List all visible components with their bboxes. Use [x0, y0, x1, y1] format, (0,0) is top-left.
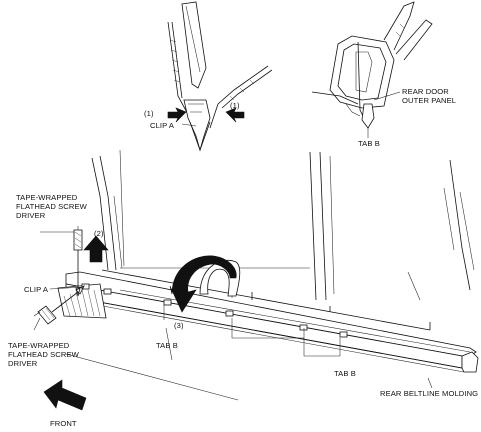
- label-screwdriver-bottom-line1: TAPE-WRAPPED: [8, 341, 70, 350]
- label-step1-left: (1): [144, 109, 154, 118]
- label-screwdriver-top-line1: TAPE-WRAPPED: [16, 193, 78, 202]
- label-rear-door-line2: OUTER PANEL: [402, 96, 456, 105]
- front-arrow-icon: [43, 379, 87, 411]
- label-front: FRONT: [50, 419, 77, 428]
- label-rear-beltline-molding: REAR BELTLINE MOLDING: [380, 389, 478, 398]
- molding-clip-markers: [81, 283, 348, 338]
- beltline-molding-end-cap: [461, 351, 479, 373]
- label-tab-b-top: TAB B: [358, 139, 380, 148]
- label-tab-b-left: TAB B: [156, 341, 178, 350]
- beltline-molding-top: [65, 271, 477, 357]
- screwdriver-bottom: [33, 285, 85, 325]
- beltline-molding-face: [65, 283, 463, 369]
- detail-arrow-left-icon: [167, 107, 187, 123]
- detail-tab-b-hook: [361, 103, 375, 129]
- door-pillar-center: [309, 151, 317, 301]
- label-rear-door-line1: REAR DOOR: [402, 87, 449, 96]
- label-screwdriver-bottom-line2: FLATHEAD SCREW: [8, 350, 80, 359]
- label-screwdriver-bottom-line3: DRIVER: [8, 359, 38, 368]
- label-step3: (3): [174, 321, 184, 330]
- rotate-arrow-icon: [169, 255, 241, 313]
- door-pillar-left: [91, 157, 109, 271]
- label-clip-a-top: CLIP A: [150, 121, 175, 130]
- detail-screwdriver-blade: [181, 1, 207, 89]
- detail-clip-a: (1) (1) CLIP A: [144, 1, 273, 152]
- screwdriver-top: [73, 226, 83, 297]
- door-pillar-right: [449, 159, 471, 291]
- detail-arrow-right-icon: [225, 107, 245, 123]
- pull-up-arrow-icon: [83, 235, 109, 263]
- detail-tab-b: REAR DOOR OUTER PANEL TAB B: [311, 1, 456, 148]
- label-step2: (2): [94, 229, 104, 238]
- label-screwdriver-top-line3: DRIVER: [16, 211, 46, 220]
- label-screwdriver-top-line2: FLATHEAD SCREW: [16, 202, 88, 211]
- detail-bracket-outer: [329, 35, 395, 109]
- main-view: [33, 149, 479, 411]
- detail-molding-profile: [209, 65, 269, 129]
- label-clip-a-main: CLIP A: [24, 285, 49, 294]
- label-tab-b-right: TAB B: [334, 369, 356, 378]
- label-step1-right: (1): [230, 101, 240, 110]
- detail-tool-upper: [383, 1, 415, 51]
- detail-clip-a-body: [183, 99, 211, 152]
